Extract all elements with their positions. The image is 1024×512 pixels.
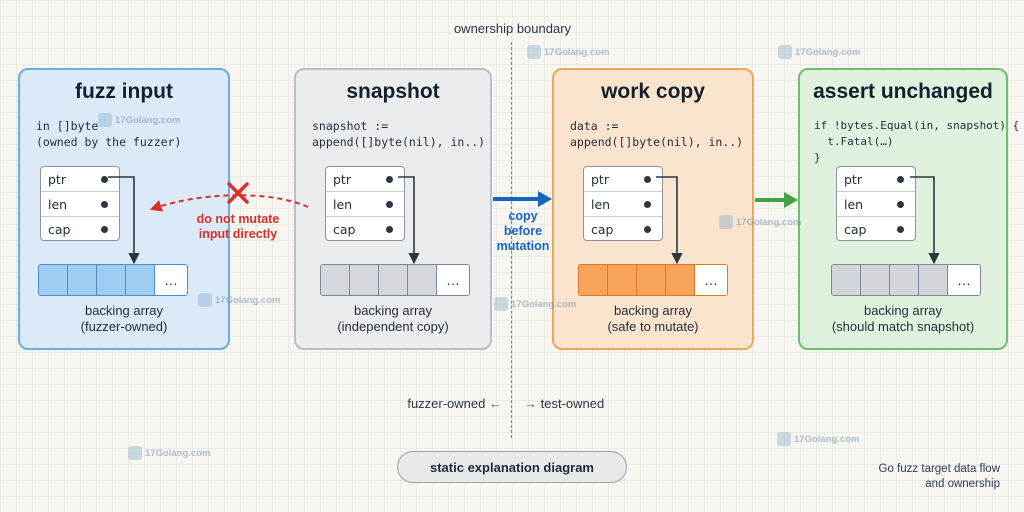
watermark: 17Golang.com bbox=[494, 297, 576, 311]
backing-array-label: backing array (should match snapshot) bbox=[831, 303, 975, 334]
watermark: 17Golang.com bbox=[128, 446, 210, 460]
pointer-arrow bbox=[108, 176, 140, 265]
backing-array: … bbox=[320, 264, 470, 296]
arrow-left-icon: ← bbox=[489, 396, 502, 411]
caption-pill: static explanation diagram bbox=[397, 451, 627, 483]
ptr-field: ptr bbox=[837, 167, 915, 192]
ptr-field: ptr bbox=[326, 167, 404, 192]
backing-array: … bbox=[578, 264, 728, 296]
slice-header: ptr len cap bbox=[40, 166, 120, 241]
len-field: len bbox=[584, 192, 662, 217]
pointer-dot bbox=[101, 176, 108, 183]
watermark-logo-icon bbox=[128, 446, 142, 460]
assert-unchanged-title: assert unchanged bbox=[813, 80, 993, 103]
test-owned-legend: → test-owned bbox=[524, 396, 644, 411]
ptr-field: ptr bbox=[584, 167, 662, 192]
fuzz-input-panel: fuzz input in []byte (owned by the fuzze… bbox=[18, 68, 230, 350]
footer-note: Go fuzz target data flow and ownership bbox=[878, 463, 1000, 490]
snapshot-code: snapshot := append([]byte(nil), in..) bbox=[312, 119, 486, 149]
fuzz-input-code: in []byte (owned by the fuzzer) bbox=[36, 119, 182, 149]
slice-header: ptr len cap bbox=[325, 166, 405, 241]
watermark-logo-icon bbox=[527, 45, 541, 59]
pointer-arrow bbox=[398, 176, 420, 265]
ptr-field: ptr bbox=[41, 167, 119, 192]
test-owned-label: test-owned bbox=[540, 396, 605, 411]
do-not-mutate-label: do not mutate input directly bbox=[196, 212, 280, 241]
backing-array-label: backing array (fuzzer-owned) bbox=[80, 303, 168, 334]
snapshot-panel: snapshot snapshot := append([]byte(nil),… bbox=[294, 68, 492, 350]
watermark-logo-icon bbox=[719, 215, 733, 229]
backing-array: … bbox=[38, 264, 188, 296]
fuzzer-owned-label: fuzzer-owned bbox=[407, 396, 486, 411]
ellipsis-cell: … bbox=[948, 265, 980, 295]
ellipsis-cell: … bbox=[695, 265, 727, 295]
len-field: len bbox=[326, 192, 404, 217]
backing-array-label: backing array (safe to mutate) bbox=[607, 303, 699, 334]
copy-before-mutation-label: copy before mutation bbox=[496, 209, 550, 253]
assert-unchanged-panel: assert unchanged if !bytes.Equal(in, sna… bbox=[798, 68, 1019, 350]
ownership-boundary-label: ownership boundary bbox=[453, 21, 572, 36]
watermark: 17Golang.com bbox=[198, 293, 280, 307]
slice-header: ptr len cap bbox=[836, 166, 916, 241]
fuzzer-owned-legend: fuzzer-owned ← bbox=[380, 396, 502, 411]
pointer-dot bbox=[897, 176, 904, 183]
snapshot-title: snapshot bbox=[346, 80, 440, 103]
len-field: len bbox=[41, 192, 119, 217]
assert-unchanged-code: if !bytes.Equal(in, snapshot) { t.Fatal(… bbox=[814, 119, 1020, 164]
caption-pill-text: static explanation diagram bbox=[430, 459, 594, 475]
assert-arrow bbox=[755, 192, 798, 208]
fuzz-input-title: fuzz input bbox=[75, 80, 173, 103]
len-field: len bbox=[837, 192, 915, 217]
watermark: 17Golang.com bbox=[98, 113, 180, 127]
watermark: 17Golang.com bbox=[777, 432, 859, 446]
watermark: 17Golang.com bbox=[719, 215, 801, 229]
pointer-dot bbox=[644, 176, 651, 183]
cap-field: cap bbox=[837, 217, 915, 242]
ownership-boundary-line bbox=[511, 42, 512, 438]
ellipsis-cell: … bbox=[437, 265, 469, 295]
watermark: 17Golang.com bbox=[778, 45, 860, 59]
pointer-arrow bbox=[910, 176, 940, 265]
watermark-logo-icon bbox=[778, 45, 792, 59]
watermark: 17Golang.com bbox=[527, 45, 609, 59]
work-copy-title: work copy bbox=[601, 80, 705, 103]
backing-array: … bbox=[831, 264, 981, 296]
cap-field: cap bbox=[584, 217, 662, 242]
forbidden-x-icon bbox=[227, 182, 249, 204]
ellipsis-cell: … bbox=[155, 265, 187, 295]
watermark-logo-icon bbox=[494, 297, 508, 311]
backing-array-label: backing array (independent copy) bbox=[337, 303, 449, 334]
slice-header: ptr len cap bbox=[583, 166, 663, 241]
work-copy-code: data := append([]byte(nil), in..) bbox=[570, 119, 744, 149]
pointer-arrow bbox=[656, 176, 683, 265]
copy-arrow bbox=[493, 191, 552, 207]
watermark-logo-icon bbox=[98, 113, 112, 127]
pointer-dot bbox=[386, 176, 393, 183]
cap-field: cap bbox=[326, 217, 404, 242]
work-copy-panel: work copy data := append([]byte(nil), in… bbox=[552, 68, 754, 350]
arrow-right-icon: → bbox=[524, 396, 537, 411]
cap-field: cap bbox=[41, 217, 119, 242]
watermark-logo-icon bbox=[777, 432, 791, 446]
watermark-logo-icon bbox=[198, 293, 212, 307]
